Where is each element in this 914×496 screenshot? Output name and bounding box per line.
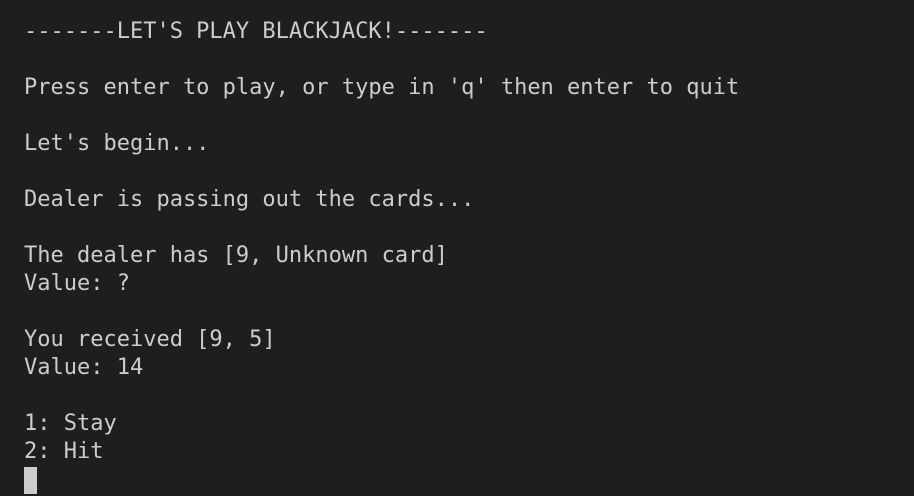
- blank-line: [24, 102, 914, 130]
- dealing-line: Dealer is passing out the cards...: [24, 187, 475, 212]
- dealer-value-line: Value: ?: [24, 271, 130, 296]
- play-prompt-line: Press enter to play, or type in 'q' then…: [24, 75, 740, 100]
- begin-line: Let's begin...: [24, 131, 210, 156]
- text-cursor: [24, 467, 37, 494]
- player-hand-line: You received [9, 5]: [24, 327, 276, 352]
- banner-line: -------LET'S PLAY BLACKJACK!-------: [24, 19, 488, 44]
- blank-line: [24, 382, 914, 410]
- blank-line: [24, 298, 914, 326]
- dealer-hand-line: The dealer has [9, Unknown card]: [24, 243, 448, 268]
- input-line[interactable]: [24, 466, 914, 494]
- blank-line: [24, 158, 914, 186]
- option-hit-line: 2: Hit: [24, 439, 104, 464]
- blank-line: [24, 214, 914, 242]
- option-stay-line: 1: Stay: [24, 411, 117, 436]
- blank-line: [24, 46, 914, 74]
- player-value-line: Value: 14: [24, 355, 144, 380]
